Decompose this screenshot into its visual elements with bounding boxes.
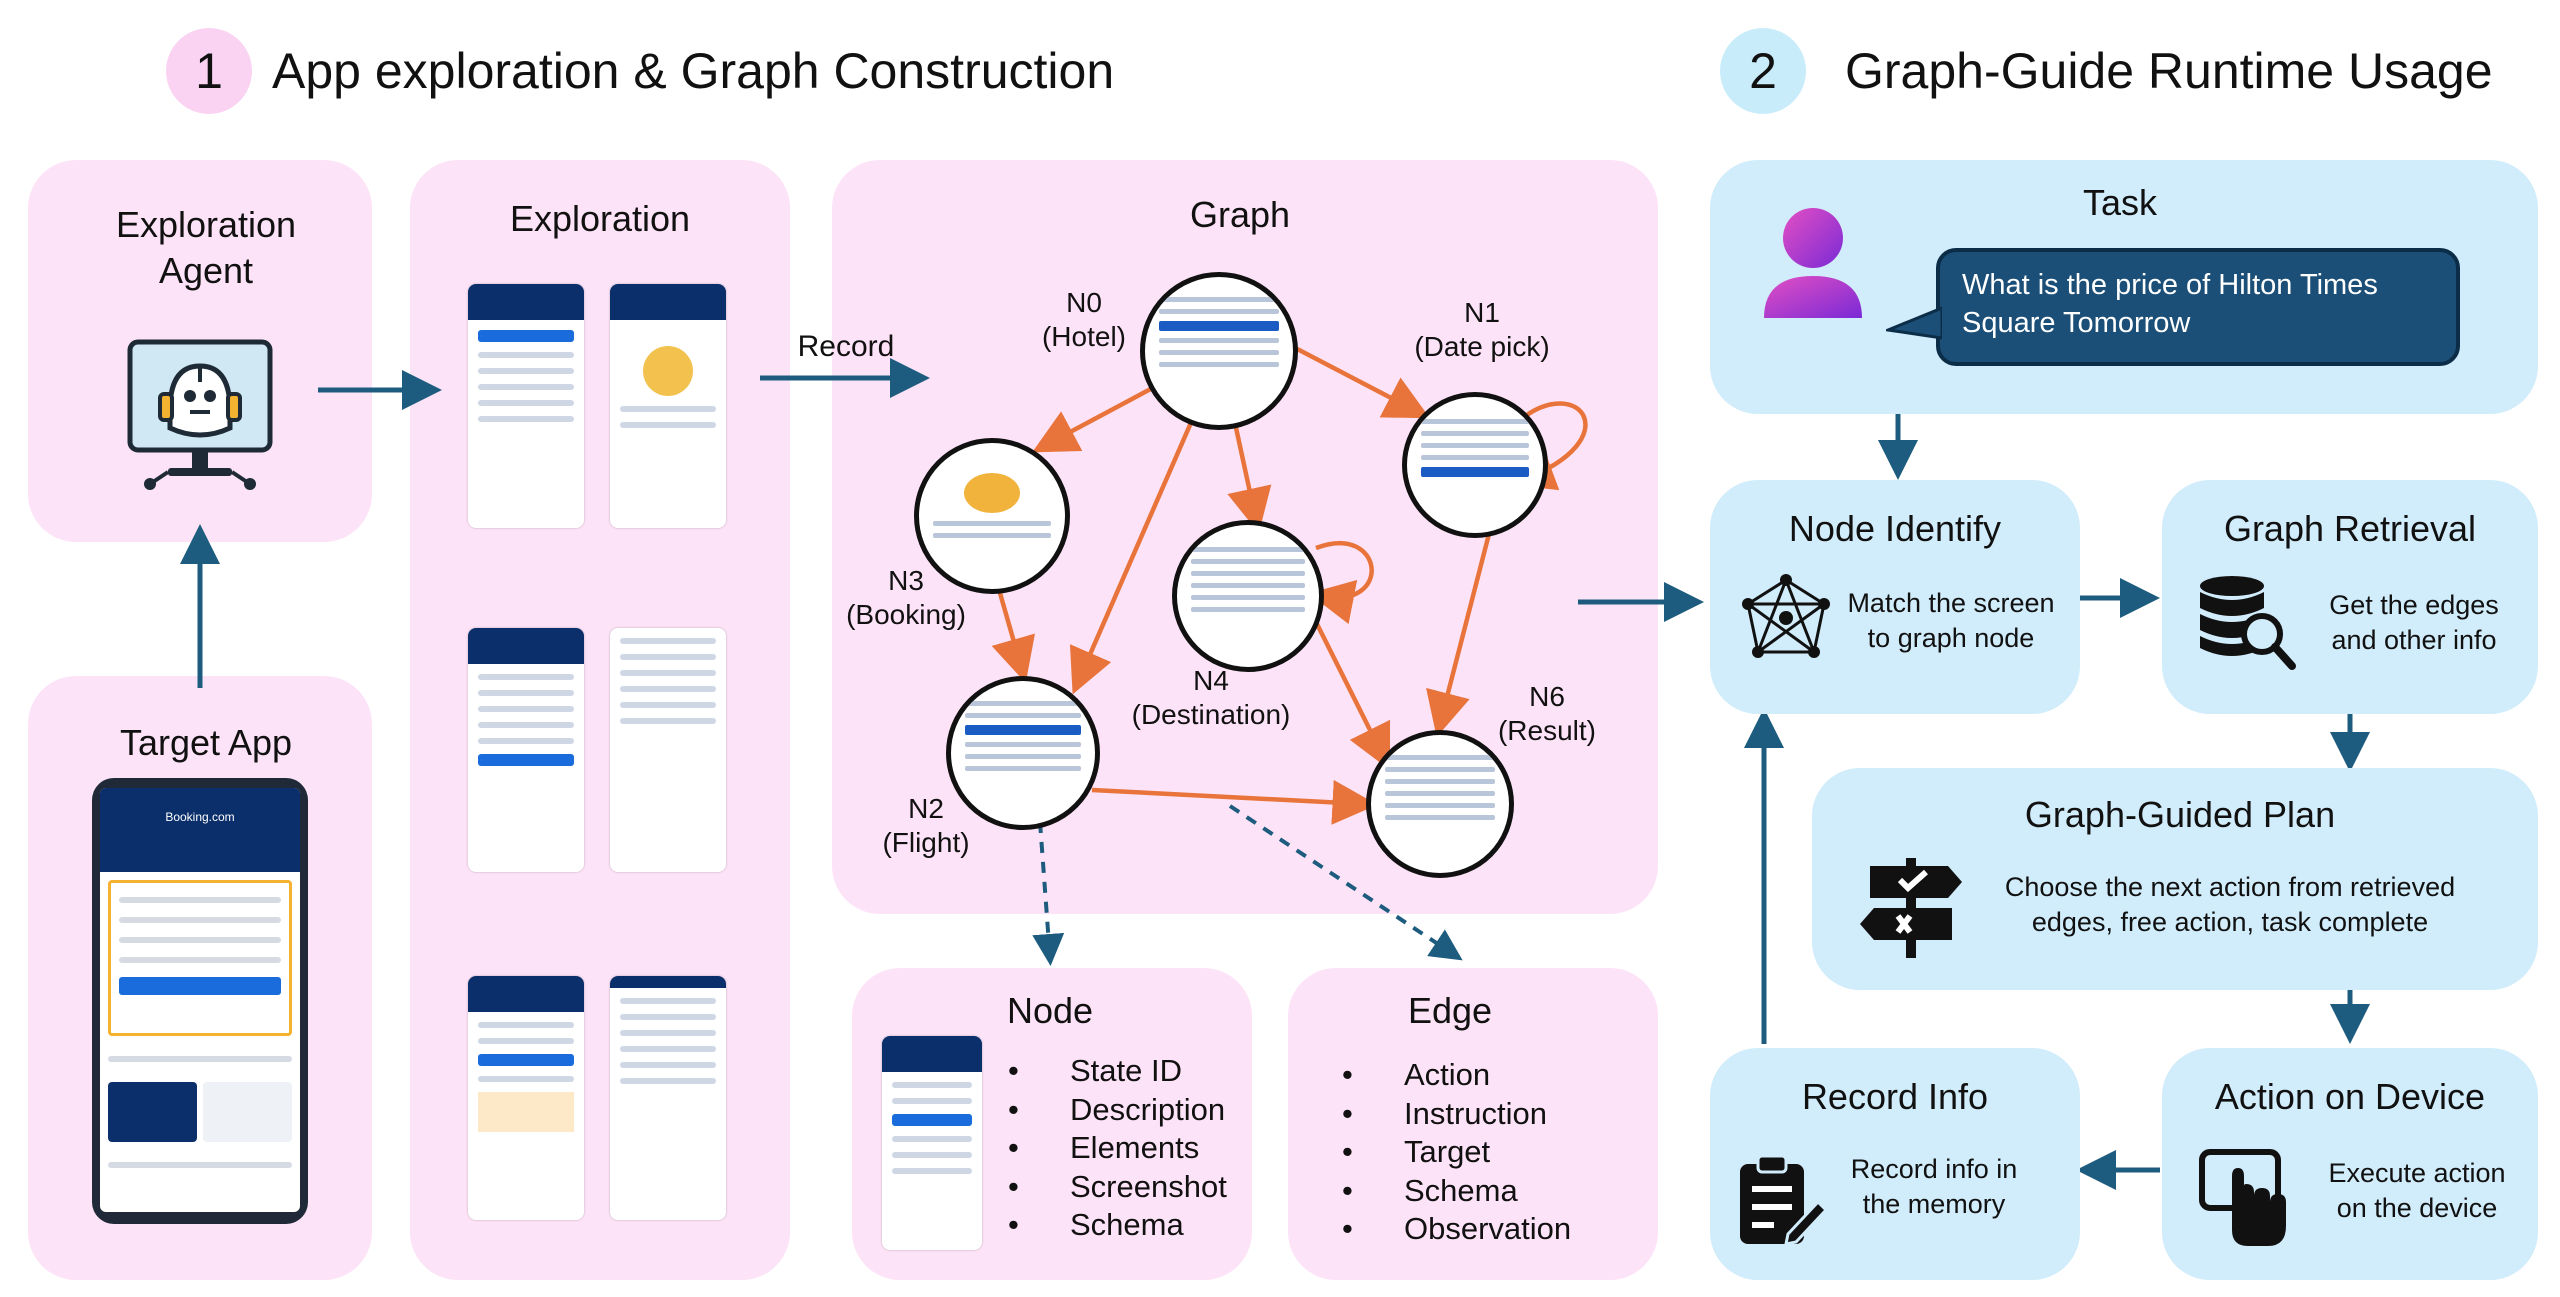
graph-title: Graph xyxy=(1189,194,1291,235)
graph-guided-plan-desc: Choose the next action from retrieved ed… xyxy=(2004,872,2456,937)
graph-retrieval-desc: Get the edges and other info xyxy=(2329,590,2499,655)
edge-n4-self xyxy=(1308,540,1374,625)
node-screenshot xyxy=(882,1036,982,1250)
node-identify-panel xyxy=(1710,480,2080,714)
exploration-screenshot-6 xyxy=(610,976,726,1220)
record-info-title: Record Info xyxy=(1801,1076,1989,1117)
edge-attr-item: Action xyxy=(1342,1056,1571,1095)
node-n3-label: N3(Booking) xyxy=(846,565,966,630)
exploration-screenshot-4 xyxy=(610,628,726,872)
task-query-bubble: What is the price of Hilton Times Square… xyxy=(1936,248,2460,366)
exploration-screenshot-2 xyxy=(610,284,726,528)
edge-attr-item: Instruction xyxy=(1342,1095,1571,1134)
edge-n0-n3 xyxy=(1032,382,1162,453)
graph-node-n3 xyxy=(914,438,1070,594)
target-app-title: Target App xyxy=(119,722,293,763)
node-attr-item: Elements xyxy=(1008,1129,1227,1168)
graph-node-n2 xyxy=(946,676,1100,830)
app-header: Booking.com xyxy=(100,788,300,872)
node-n6-label: N6(Result) xyxy=(1497,681,1596,746)
edge-attributes: Action Instruction Target Schema Observa… xyxy=(1342,1056,1571,1249)
node-attr-item: State ID xyxy=(1008,1052,1227,1091)
exploration-screenshot-1 xyxy=(468,284,584,528)
database-search-icon xyxy=(2200,576,2296,670)
node-attr-item: Description xyxy=(1008,1091,1227,1130)
node-n2-label: N2(Flight) xyxy=(882,793,970,858)
graph-retrieval-panel xyxy=(2162,480,2538,714)
graph-retrieval-title: Graph Retrieval xyxy=(2223,508,2477,549)
section-2-badge: 2 xyxy=(1720,28,1806,114)
graph-node-n1 xyxy=(1402,392,1548,538)
exploration-agent-title: Exploration Agent xyxy=(115,204,297,291)
speech-tail xyxy=(1886,306,1942,340)
dash-n6-edge xyxy=(1228,804,1463,961)
node-attr-item: Screenshot xyxy=(1008,1168,1227,1207)
edge-attr-item: Schema xyxy=(1342,1172,1571,1211)
clipboard-edit-icon xyxy=(1740,1154,1828,1246)
action-device-desc: Execute action on the device xyxy=(2328,1158,2506,1223)
exploration-title: Exploration xyxy=(509,198,691,239)
robot-agent-icon xyxy=(127,339,273,490)
user-icon xyxy=(1764,208,1862,318)
graph-node-n4 xyxy=(1172,520,1324,672)
node-identify-desc: Match the screen to graph node xyxy=(1847,588,2055,653)
node-identify-title: Node Identify xyxy=(1788,508,2002,549)
edge-n4-n6 xyxy=(1303,600,1391,771)
graph-node-n6 xyxy=(1366,730,1514,878)
record-label: Record xyxy=(797,330,895,363)
dash-n2-node xyxy=(1032,821,1065,966)
graph-guided-plan-title: Graph-Guided Plan xyxy=(2024,794,2336,835)
edge-n0-n2 xyxy=(1069,401,1203,695)
edge-box-title: Edge xyxy=(1407,990,1493,1031)
tap-device-icon xyxy=(2199,1149,2286,1246)
node-box-title: Node xyxy=(1006,990,1094,1031)
edge-n1-self xyxy=(1509,401,1588,491)
action-device-title: Action on Device xyxy=(2214,1076,2486,1117)
search-button[interactable] xyxy=(119,977,281,995)
edge-attr-item: Observation xyxy=(1342,1210,1571,1249)
section-2-title: Graph-Guide Runtime Usage xyxy=(1845,43,2493,99)
node-n4-label: N4(Destination) xyxy=(1131,665,1291,730)
section-1-badge: 1 xyxy=(166,28,252,114)
graph-node-n0 xyxy=(1140,272,1298,430)
exploration-screenshot-5 xyxy=(468,976,584,1220)
record-info-desc: Record info in the memory xyxy=(1850,1154,2018,1219)
section-1-title: App exploration & Graph Construction xyxy=(272,43,1115,99)
target-app-screen: Booking.com xyxy=(100,788,300,1212)
node-n0-label: N0(Hotel) xyxy=(1041,287,1126,352)
edge-n2-n6 xyxy=(1091,779,1378,825)
search-form xyxy=(108,880,292,1036)
node-attr-item: Schema xyxy=(1008,1206,1227,1245)
task-title: Task xyxy=(2082,182,2158,223)
edge-n0-n1 xyxy=(1278,338,1430,419)
network-icon xyxy=(1742,574,1830,658)
edge-attr-item: Target xyxy=(1342,1133,1571,1172)
exploration-screenshot-3 xyxy=(468,628,584,872)
node-attributes: State ID Description Elements Screenshot… xyxy=(1008,1052,1227,1245)
edge-n1-n6 xyxy=(1426,529,1493,738)
action-device-panel xyxy=(2162,1048,2538,1280)
node-n1-label: N1(Date pick) xyxy=(1414,297,1550,362)
signpost-icon xyxy=(1860,858,1962,958)
